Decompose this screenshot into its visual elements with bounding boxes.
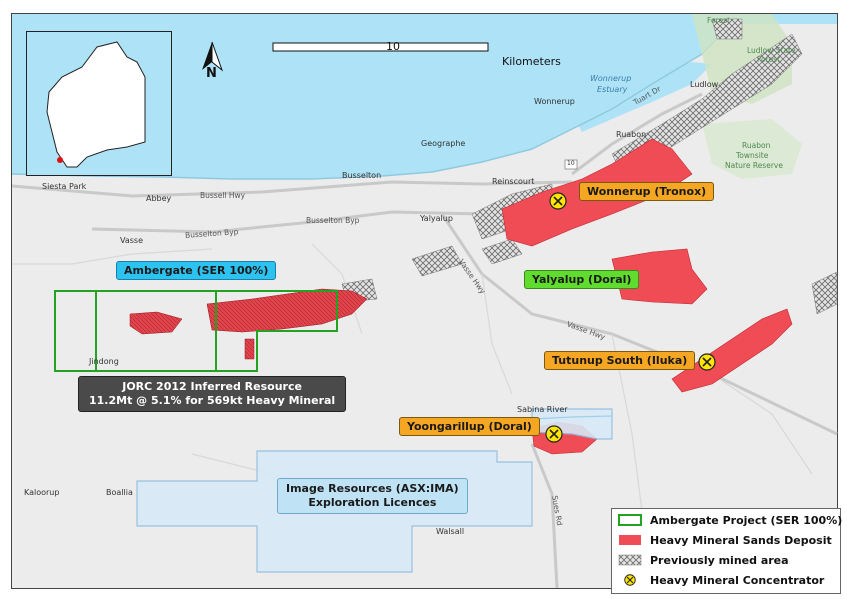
north-label: N <box>206 66 217 81</box>
scale-bar <box>272 42 489 52</box>
place-boallia: Boallia <box>106 488 133 497</box>
legend-concentrator-icon <box>624 574 636 586</box>
callout-yoongarillup[interactable]: Yoongarillup (Doral) <box>399 417 540 436</box>
callout-jorc-resource[interactable]: JORC 2012 Inferred Resource 11.2Mt @ 5.1… <box>78 376 347 412</box>
estuary-label-1: Wonnerup <box>590 74 632 83</box>
jorc-line-1: JORC 2012 Inferred Resource <box>122 380 302 393</box>
legend-green-outline-icon <box>618 514 642 526</box>
forest-label-top: Forest <box>707 16 731 25</box>
hwy-shield-label: 10 <box>567 160 575 167</box>
image-line-1: Image Resources (ASX:IMA) <box>286 482 459 495</box>
callout-wonnerup[interactable]: Wonnerup (Tronox) <box>579 182 715 201</box>
place-busselton: Busselton <box>342 171 382 180</box>
place-yalyalup: Yalyalup <box>420 214 453 223</box>
forest-label-2: Forest <box>757 55 781 64</box>
place-ludlow: Ludlow <box>690 80 719 89</box>
legend-row-concentrator: Heavy Mineral Concentrator <box>618 571 824 589</box>
concentrator-yoongarillup-icon[interactable] <box>545 425 563 443</box>
place-abbey: Abbey <box>146 194 172 203</box>
place-vasse: Vasse <box>120 236 144 245</box>
reserve-label-2: Townsite <box>736 151 769 160</box>
scale-units: Kilometers <box>502 55 561 68</box>
legend-label: Previously mined area <box>650 553 789 567</box>
legend-crosshatch-icon <box>618 554 642 566</box>
estuary-label-2: Estuary <box>597 85 628 94</box>
road-bussell-hwy: Bussell Hwy <box>200 191 246 200</box>
concentrator-tutunup-icon[interactable] <box>698 353 716 371</box>
ambergate-project-outline[interactable] <box>54 290 338 372</box>
north-arrow-icon <box>202 41 224 72</box>
legend-row-deposit: Heavy Mineral Sands Deposit <box>618 531 832 549</box>
map-legend: Ambergate Project (SER 100%) Heavy Miner… <box>611 508 842 594</box>
hwy-shield-icon <box>564 159 578 170</box>
place-walsall: Walsall <box>436 527 465 536</box>
roads <box>11 92 838 589</box>
legend-red-fill-icon <box>619 535 641 545</box>
scale-value: 10 <box>386 40 400 53</box>
place-reinscourt: Reinscourt <box>492 177 535 186</box>
place-siesta-park: Siesta Park <box>42 182 87 191</box>
place-kaloorup: Kaloorup <box>24 488 60 497</box>
sea-area <box>12 14 837 179</box>
map-frame[interactable]: 10 Kilometers N Siesta Park Abbey Bussel… <box>11 13 842 594</box>
image-line-2: Exploration Licences <box>308 496 437 509</box>
place-jindong: Jindong <box>89 357 119 366</box>
place-wonnerup: Wonnerup <box>534 97 575 106</box>
callout-ambergate[interactable]: Ambergate (SER 100%) <box>116 261 277 280</box>
callout-image-resources[interactable]: Image Resources (ASX:IMA) Exploration Li… <box>277 478 468 514</box>
yalyalup-deposit <box>611 248 708 305</box>
ambergate-deposits <box>129 288 368 360</box>
callout-tutunup[interactable]: Tutunup South (Iluka) <box>544 351 696 370</box>
legend-label: Heavy Mineral Concentrator <box>650 573 825 587</box>
forest-label-1: Ludlow State <box>747 46 796 55</box>
place-geographe: Geographe <box>421 139 466 148</box>
nature-reserve <box>702 119 802 179</box>
jorc-line-2: 11.2Mt @ 5.1% for 569kt Heavy Mineral <box>89 394 336 407</box>
road-busselton-byp-2: Busselton Byp <box>306 216 360 225</box>
callout-yalyalup[interactable]: Yalyalup (Doral) <box>524 270 640 289</box>
western-australia-shape <box>46 41 146 168</box>
place-ruabon: Ruabon <box>616 130 647 139</box>
reserve-label-1: Ruabon <box>742 141 771 150</box>
legend-label: Ambergate Project (SER 100%) <box>650 513 843 527</box>
legend-row-ambergate: Ambergate Project (SER 100%) <box>618 511 842 529</box>
project-location-marker <box>57 157 63 163</box>
inset-map <box>26 31 172 176</box>
place-sabina-river: Sabina River <box>517 405 568 414</box>
legend-row-mined: Previously mined area <box>618 551 789 569</box>
tutunup-deposit <box>671 308 793 393</box>
concentrator-wonnerup-icon[interactable] <box>549 192 567 210</box>
legend-label: Heavy Mineral Sands Deposit <box>650 533 832 547</box>
estuary <box>572 62 712 132</box>
reserve-label-3: Nature Reserve <box>725 161 783 170</box>
